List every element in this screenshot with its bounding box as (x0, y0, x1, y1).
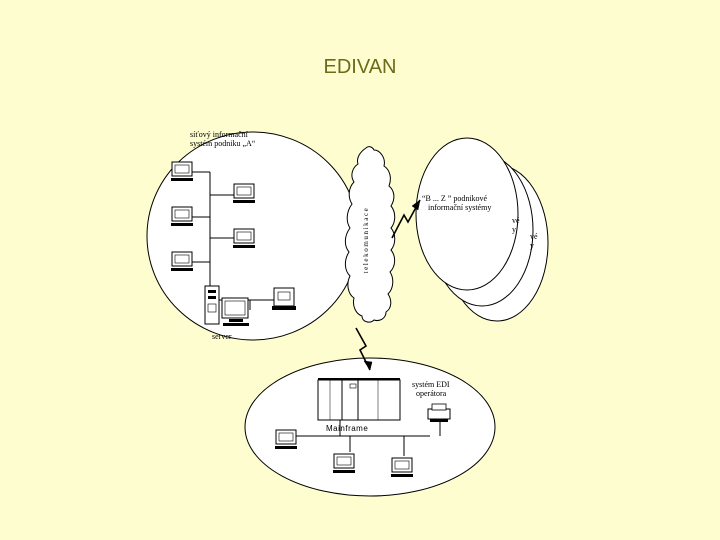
server-tower-icon (204, 285, 249, 326)
lan-operator (290, 420, 441, 456)
computer-icon (232, 228, 256, 249)
computer-icon (170, 251, 194, 272)
other-enterprises-label-line-1: “B ... Z ” podnikové (422, 194, 488, 203)
lightning-link-icon (391, 199, 421, 239)
computer-icon (232, 183, 256, 204)
network-a-label-line-2: systém podniku „A“ (190, 139, 256, 148)
other-enterprises-label: “B ... Z ” podnikové informační systémy (422, 194, 491, 212)
computer-icon (390, 457, 414, 478)
peek-2-line-2: y (530, 241, 534, 250)
other-enterprises-label-line-2: informační systémy (428, 203, 492, 212)
mainframe-label: Mainframe (326, 424, 369, 433)
other-enterprises-peek-2: vé y (530, 232, 538, 250)
computer-icon (332, 453, 356, 474)
edi-operator-label: systém EDI operátora (412, 380, 450, 398)
slide-title: EDIVAN (323, 56, 397, 78)
cloud-icon (344, 146, 396, 323)
network-a-label-line-1: síťový informační (190, 130, 248, 139)
computer-icon (274, 429, 298, 450)
lightning-link-icon (355, 327, 373, 371)
edi-operator-label-line-1: systém EDI (412, 380, 450, 389)
telecom-label: telekomunikace (362, 206, 370, 274)
peek-2-line-1: vé (530, 232, 538, 241)
edi-operator-label-line-2: operátora (416, 389, 447, 398)
network-a-label: síťový informační systém podniku „A“ (190, 130, 255, 148)
enterprise-ellipse-front (415, 137, 519, 291)
mainframe-cabinet-icon (317, 378, 401, 421)
printer-icon (272, 287, 296, 310)
computer-icon (170, 206, 194, 227)
peek-1-line-2: y (512, 225, 516, 234)
peek-1-line-1: vé (512, 216, 520, 225)
server-label: server (212, 332, 232, 341)
other-enterprises-peek-1: vé y (512, 216, 520, 234)
printer-icon (427, 403, 451, 422)
edi-operator-ellipse (244, 357, 496, 497)
computer-icon (170, 161, 194, 182)
